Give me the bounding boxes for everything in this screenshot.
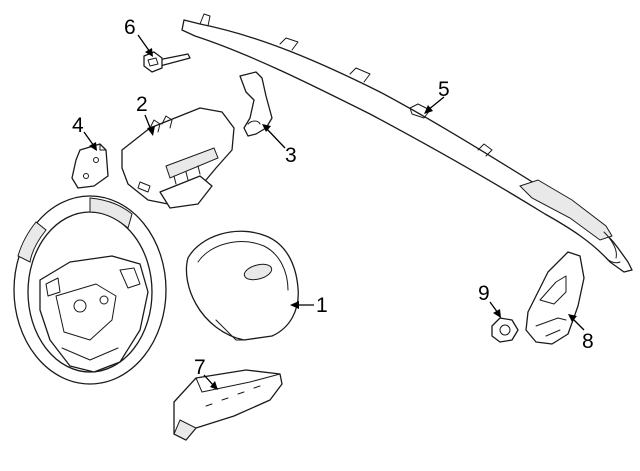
- arrowhead: [568, 314, 577, 322]
- side-curtain-airbag: [181, 13, 633, 273]
- callout-8: 8: [568, 314, 594, 353]
- arrowhead: [262, 124, 271, 132]
- callout-7-label: 7: [194, 356, 206, 379]
- knee-airbag-bracket: [71, 143, 109, 189]
- callout-2: 2: [136, 93, 155, 136]
- retaining-nut: [491, 317, 519, 343]
- steering-wheel: [13, 195, 167, 385]
- callout-2-label: 2: [136, 93, 148, 116]
- knee-airbag-module: [121, 107, 235, 209]
- callout-6: 6: [124, 16, 153, 57]
- callout-6-label: 6: [124, 16, 136, 39]
- retaining-bolt: [143, 51, 191, 73]
- callout-8-label: 8: [582, 330, 594, 353]
- arrowhead: [493, 309, 501, 318]
- curtain-mounting-bracket: [239, 71, 273, 137]
- arrowhead: [89, 142, 97, 151]
- arrowhead: [210, 381, 218, 390]
- arrowhead: [290, 301, 299, 309]
- callout-4-label: 4: [72, 114, 84, 137]
- callout-3: 3: [262, 124, 297, 167]
- callout-9: 9: [478, 282, 501, 318]
- arrowhead: [424, 105, 433, 114]
- callout-1-label: 1: [316, 294, 328, 317]
- callout-4: 4: [72, 114, 97, 151]
- callout-1: 1: [290, 294, 328, 317]
- arrowhead: [147, 126, 155, 136]
- callout-5: 5: [424, 78, 450, 114]
- callout-9-label: 9: [478, 282, 490, 305]
- seat-side-airbag: [525, 251, 585, 345]
- callout-5-label: 5: [438, 78, 450, 101]
- arrowhead: [145, 48, 153, 57]
- passenger-airbag-module: [173, 369, 283, 441]
- callout-3-label: 3: [285, 144, 297, 167]
- driver-airbag-module: [185, 230, 299, 341]
- callout-7: 7: [194, 356, 218, 390]
